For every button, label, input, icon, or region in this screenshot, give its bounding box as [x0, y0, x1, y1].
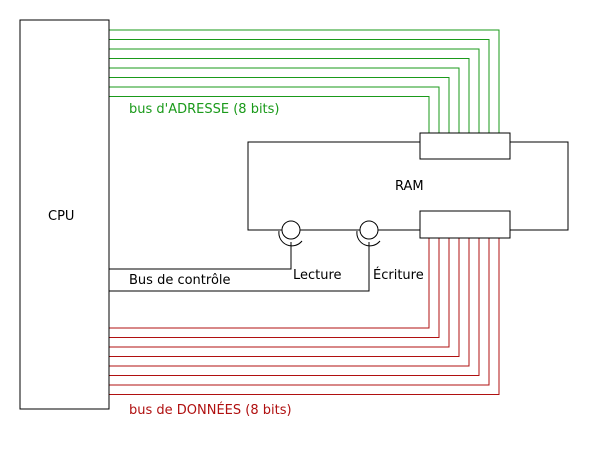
cpu-label: CPU	[48, 209, 74, 224]
cpu-box	[19, 19, 110, 410]
data-bus-line	[109, 238, 460, 357]
address-bus-line	[109, 29, 500, 133]
data-bus-line	[109, 238, 440, 338]
address-bus-line	[109, 48, 480, 133]
write-label: Écriture	[373, 267, 424, 283]
ram-data-register	[419, 210, 511, 239]
ram-address-register	[419, 132, 511, 160]
data-bus-line	[109, 238, 480, 376]
address-bus-line	[109, 86, 440, 133]
data-bus-line	[109, 238, 450, 348]
data-bus-lines	[109, 238, 500, 395]
data-bus-line	[109, 238, 430, 329]
address-bus-line	[109, 77, 450, 133]
control-bus-wire-read	[109, 242, 292, 270]
address-bus-line	[109, 67, 460, 133]
read-label: Lecture	[293, 268, 342, 283]
ram-box	[247, 141, 569, 231]
address-bus-line	[109, 96, 430, 133]
data-bus-label: bus de DONNÉES (8 bits)	[129, 402, 292, 418]
address-bus-label: bus d'ADRESSE (8 bits)	[129, 102, 280, 117]
data-bus-line	[109, 238, 490, 386]
address-bus-line	[109, 58, 470, 133]
control-bus-wire-write	[109, 242, 370, 292]
ram-label: RAM	[395, 179, 424, 194]
control-bus-label: Bus de contrôle	[129, 273, 231, 288]
address-bus-line	[109, 39, 490, 133]
data-bus-line	[109, 238, 470, 367]
write-pin	[356, 220, 381, 247]
read-pin	[278, 220, 303, 247]
address-bus-lines	[109, 29, 500, 133]
data-bus-line	[109, 238, 500, 395]
